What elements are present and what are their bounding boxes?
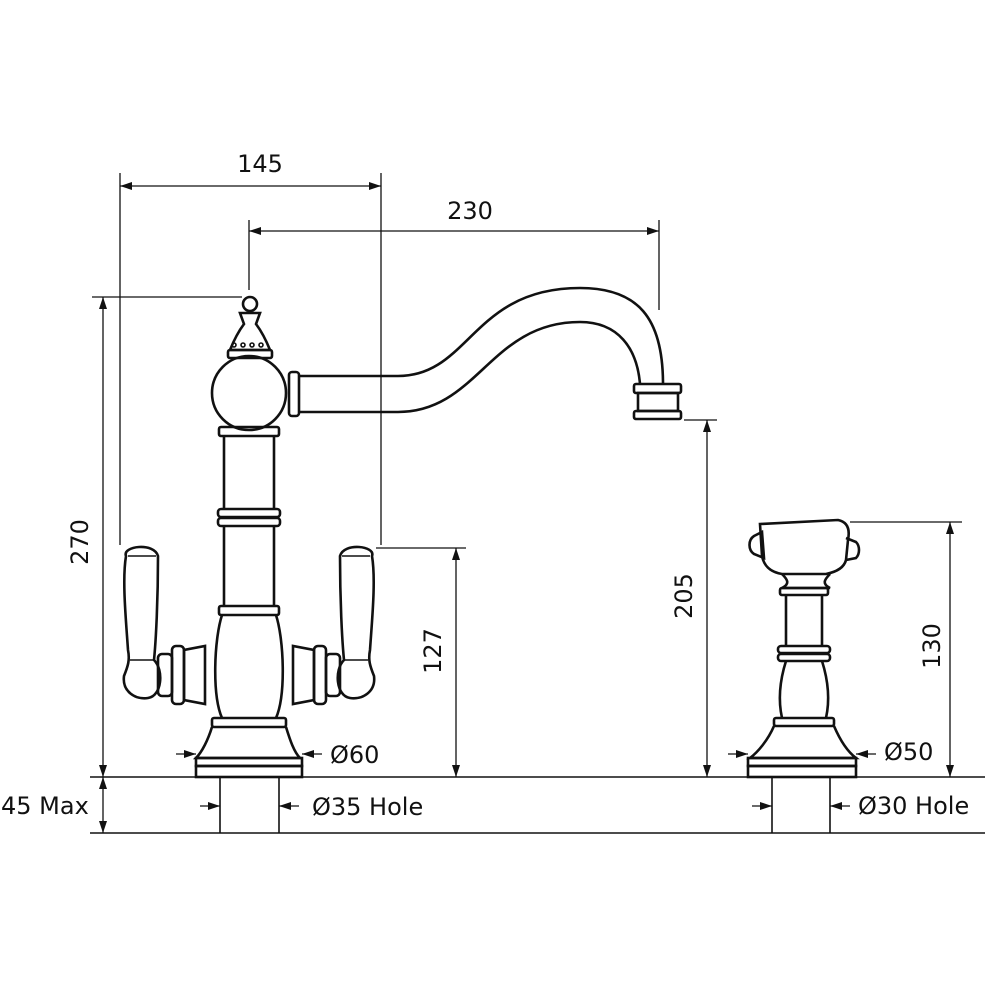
dimension-145-label: 145 <box>237 150 283 178</box>
left-lever-handle <box>122 545 207 706</box>
body-column <box>210 425 288 729</box>
dimension-127: 127 <box>376 547 466 777</box>
dimension-127-label: 127 <box>419 628 447 674</box>
deck-lines <box>90 776 985 834</box>
spray-head <box>758 518 850 576</box>
dimension-230-label: 230 <box>447 197 493 225</box>
dimension-270: 270 <box>66 296 242 777</box>
dimension-45-max: 45 Max <box>1 777 107 833</box>
tap-mounting-hole <box>219 777 280 833</box>
dimension-205: 205 <box>670 419 717 777</box>
top-finial <box>226 295 274 360</box>
dimension-dia-50: Ø50 <box>728 738 933 766</box>
dimension-hole-35: Ø35 Hole <box>200 793 423 821</box>
dimension-230: 230 <box>248 197 660 310</box>
dimension-130: 130 <box>850 521 962 777</box>
dimension-dia-50-label: Ø50 <box>884 738 933 766</box>
rinse-spray <box>746 518 861 779</box>
dimension-hole-35-label: Ø35 Hole <box>312 793 423 821</box>
dimension-145: 145 <box>119 150 382 545</box>
dimension-45-max-label: 45 Max <box>1 792 89 820</box>
dimension-130-label: 130 <box>918 623 946 669</box>
dimension-270-label: 270 <box>66 519 94 565</box>
top-ball <box>210 354 288 432</box>
dimension-dia-60-label: Ø60 <box>330 741 379 769</box>
dimension-205-label: 205 <box>670 573 698 619</box>
rinse-mounting-hole <box>771 777 831 833</box>
dimension-hole-30-label: Ø30 Hole <box>858 792 969 820</box>
mixer-tap <box>122 286 683 779</box>
dimension-dia-60: Ø60 <box>176 741 379 769</box>
tap-base <box>192 726 304 779</box>
dimension-hole-30: Ø30 Hole <box>752 792 969 820</box>
right-lever-handle <box>291 545 376 706</box>
spout-aerator <box>632 382 683 421</box>
spout <box>299 286 665 414</box>
